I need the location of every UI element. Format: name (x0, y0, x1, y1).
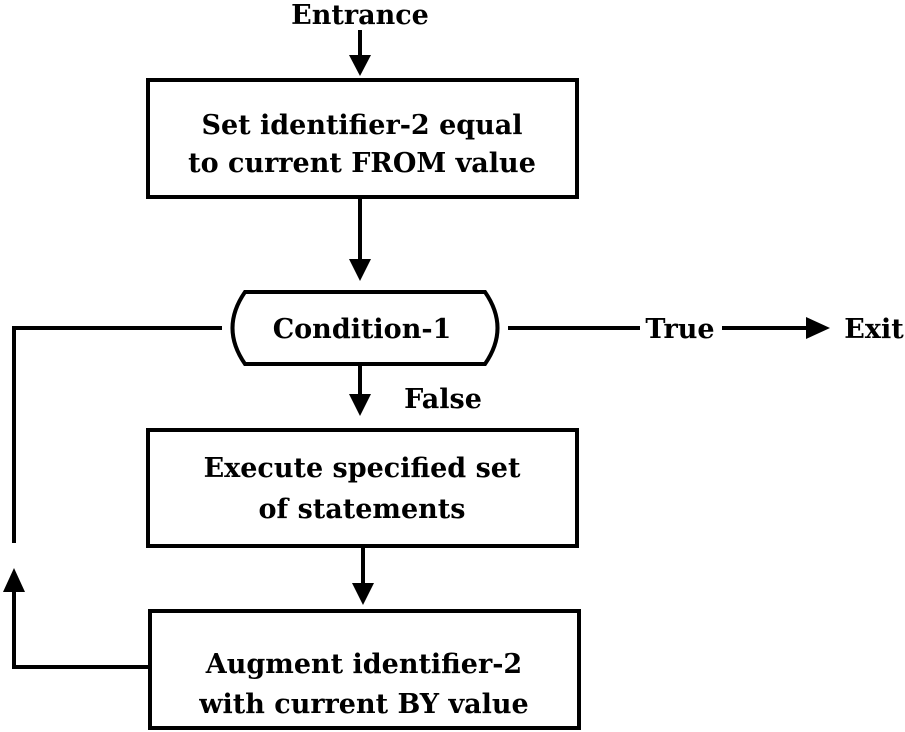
exit-arrowhead (806, 317, 830, 339)
loop-back-arrowhead (3, 568, 25, 592)
set-identifier-line2: to current FROM value (188, 148, 536, 179)
augment-line2: with current BY value (198, 689, 528, 720)
false-label: False (404, 384, 482, 415)
execute-line2: of statements (259, 494, 466, 525)
loop-back-line (12, 590, 150, 669)
entrance-arrowhead (349, 55, 371, 76)
set-identifier-box (146, 78, 579, 199)
set-to-condition-arrowhead (349, 259, 371, 281)
exit-label: Exit (844, 314, 904, 345)
loop-back-top-line (12, 326, 222, 543)
set-identifier-line1: Set identifier-2 equal (201, 110, 522, 141)
execute-box (146, 428, 579, 548)
execute-line1: Execute specified set (204, 453, 521, 484)
augment-box (148, 609, 581, 730)
augment-line1: Augment identifier-2 (205, 649, 522, 680)
entrance-label: Entrance (291, 0, 429, 31)
true-label: True (645, 314, 714, 345)
false-arrowhead (349, 394, 371, 416)
condition-label: Condition-1 (273, 314, 452, 345)
execute-to-augment-arrowhead (352, 583, 374, 605)
condition-shape (230, 290, 500, 366)
